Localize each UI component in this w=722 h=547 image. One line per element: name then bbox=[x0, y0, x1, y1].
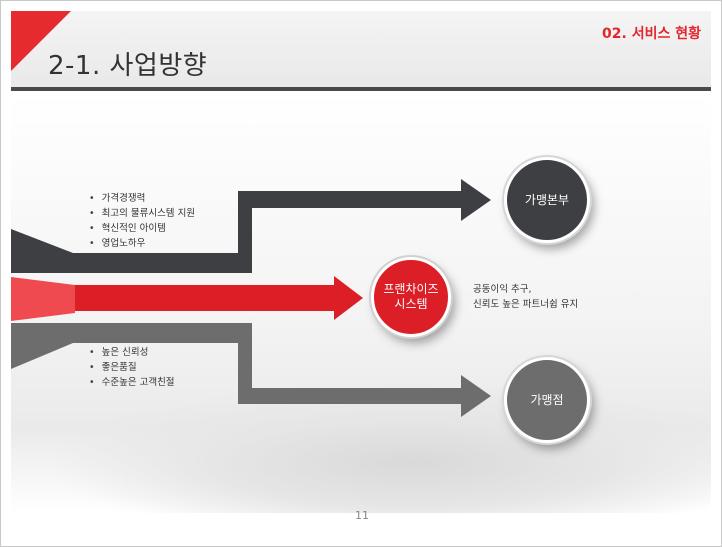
partnership-note: 공동이익 추구, 신뢰도 높은 파트너쉽 유지 bbox=[473, 282, 578, 312]
corner-accent bbox=[11, 11, 71, 71]
top-left-wedge bbox=[11, 229, 73, 273]
page-title: 2-1. 사업방향 bbox=[48, 51, 208, 81]
headquarters-label: 가맹본부 bbox=[524, 192, 570, 207]
middle-flow-arrow bbox=[75, 276, 363, 320]
section-label: 02. 서비스 현황 bbox=[602, 26, 701, 42]
header-divider bbox=[11, 87, 711, 91]
franchise-label-line1: 프랜차이즈 bbox=[383, 282, 439, 296]
headquarters-circle: 가맹본부 bbox=[504, 157, 590, 243]
list-item: 가격경쟁력 bbox=[89, 191, 195, 206]
note-line: 신뢰도 높은 파트너쉽 유지 bbox=[473, 299, 579, 310]
franchise-system-circle: 프랜차이즈 시스템 bbox=[371, 257, 451, 337]
franchisee-label: 가맹점 bbox=[530, 392, 564, 407]
list-item: 영업노하우 bbox=[89, 236, 195, 251]
franchise-label-line2: 시스템 bbox=[394, 297, 428, 311]
top-bullet-list: 가격경쟁력 최고의 물류시스템 지원 혁신적인 아이템 영업노하우 bbox=[89, 191, 195, 251]
list-item: 좋은품질 bbox=[89, 360, 175, 375]
note-line: 공동이익 추구, bbox=[473, 284, 532, 295]
franchisee-circle: 가맹점 bbox=[504, 357, 590, 443]
list-item: 혁신적인 아이템 bbox=[89, 221, 195, 236]
list-item: 높은 신뢰성 bbox=[89, 345, 175, 360]
middle-left-wedge bbox=[11, 277, 75, 321]
page-number: 11 bbox=[355, 509, 369, 522]
bottom-flow-arrow bbox=[73, 323, 491, 417]
bottom-bullet-list: 높은 신뢰성 좋은품질 수준높은 고객친절 bbox=[89, 345, 175, 390]
list-item: 수준높은 고객친절 bbox=[89, 375, 175, 390]
top-flow-arrow bbox=[73, 179, 491, 273]
list-item: 최고의 물류시스템 지원 bbox=[89, 206, 195, 221]
header-band bbox=[11, 11, 711, 87]
bottom-left-wedge bbox=[11, 323, 73, 369]
